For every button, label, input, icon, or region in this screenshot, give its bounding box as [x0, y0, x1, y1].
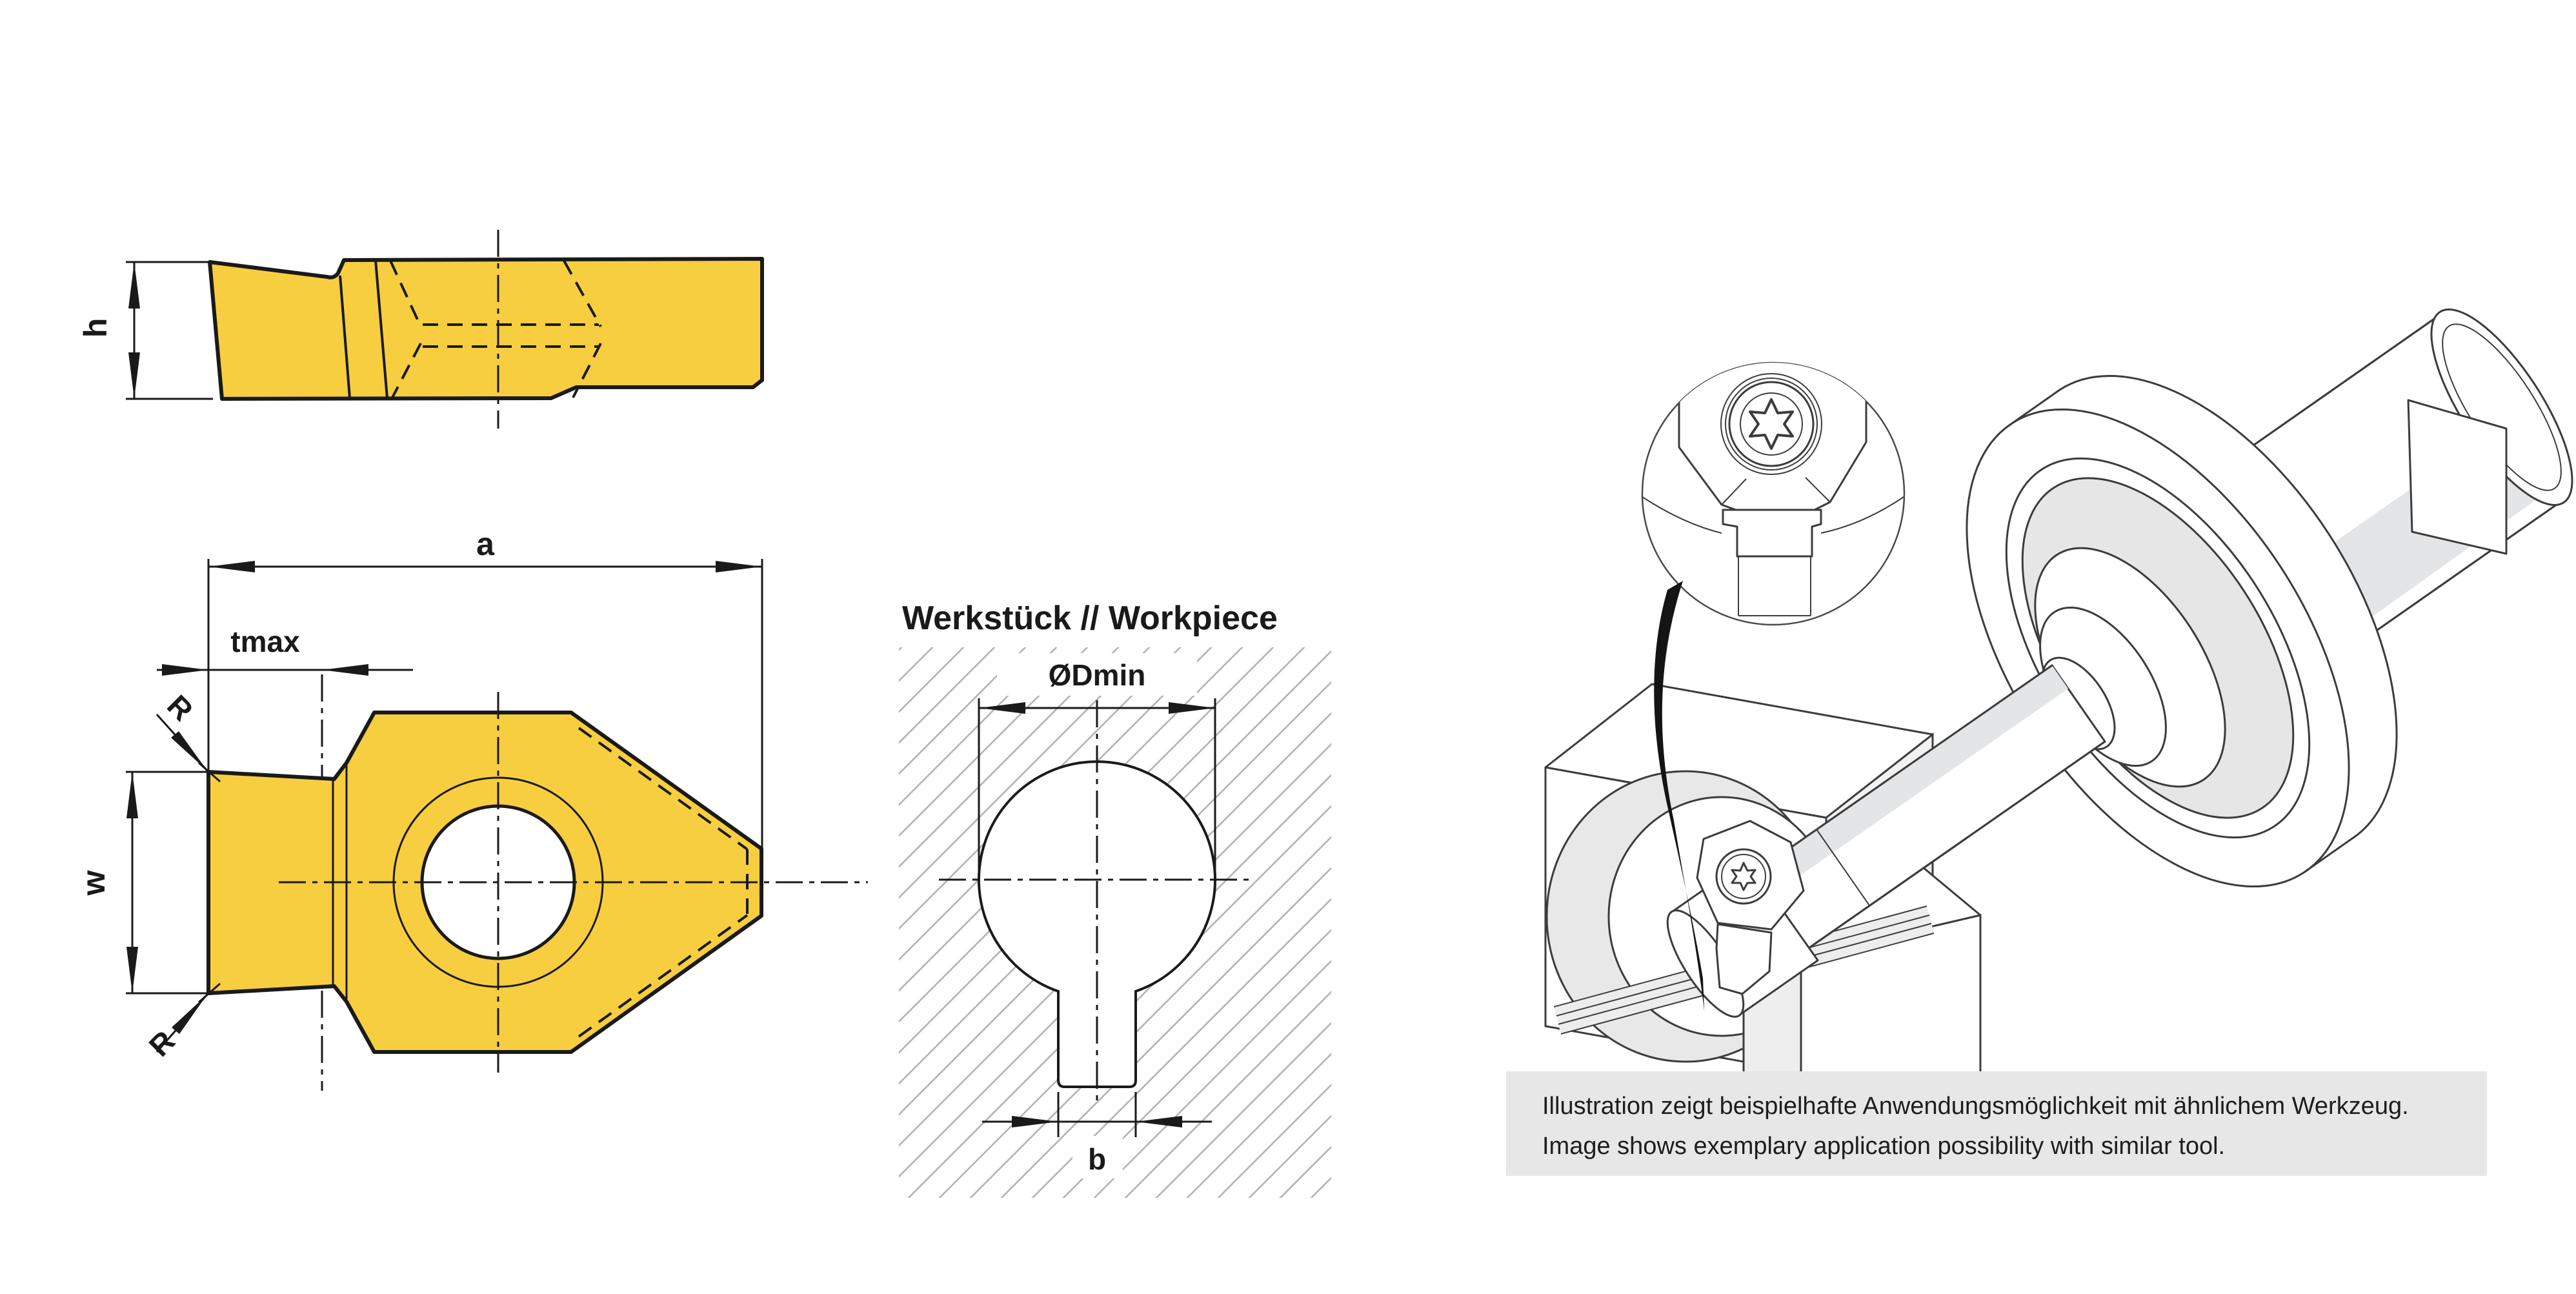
edge-line [339, 275, 351, 399]
arrowhead-icon [1012, 1116, 1058, 1127]
w-dimension-label: w [75, 870, 112, 896]
mounted-insert [1696, 820, 1805, 995]
caption-line-de: Illustration zeigt beispielhafte Anwendu… [1542, 1093, 2409, 1120]
dmin-dimension-label: ØDmin [1049, 658, 1146, 692]
workpiece-diagram: Werkstück // Workpiece ØDmin b [899, 600, 1331, 1198]
arrowhead-icon [126, 772, 138, 818]
arrowhead-icon [716, 561, 762, 572]
tool-flange-disc [1966, 374, 2398, 888]
keyhole-cutout [978, 760, 1216, 1088]
detail-callout [1641, 361, 1906, 626]
arrowhead-icon [322, 664, 368, 676]
caption-background [1506, 1071, 2487, 1176]
hidden-edge [391, 343, 422, 398]
arrowhead-icon [128, 262, 140, 308]
torx-screw-detail-icon [1720, 373, 1822, 475]
arrowhead-icon [126, 947, 138, 993]
arrowhead-icon [1169, 702, 1215, 714]
label-halo [1072, 1136, 1123, 1178]
insert-detail-clamp [1722, 509, 1822, 558]
caption-box: Illustration zeigt beispielhafte Anwendu… [1506, 1071, 2487, 1176]
arrowhead-icon [128, 352, 140, 399]
h-dimension-label: h [77, 318, 114, 338]
edge-line [374, 259, 388, 399]
arrowhead-icon [208, 561, 255, 572]
arrowhead-icon [171, 731, 207, 771]
insert-clamp [1715, 923, 1773, 995]
arrowhead-icon [1136, 1116, 1182, 1127]
b-dimension-label: b [1088, 1142, 1106, 1176]
label-halo [997, 653, 1197, 696]
chamfer-hidden-edge [578, 727, 749, 851]
shank-drive-slot [2407, 399, 2508, 555]
insert-side-profile [208, 257, 764, 401]
hidden-edge [389, 260, 422, 327]
torx-star-icon [1731, 862, 1756, 891]
workpiece-title: Werkstück // Workpiece [902, 600, 1278, 637]
chamfer-hidden-edge [578, 914, 749, 1038]
caption-line-en: Image shows exemplary application possib… [1542, 1133, 2225, 1160]
chip-swoosh [1654, 581, 1704, 1011]
application-illustration: Illustration zeigt beispielhafte Anwendu… [1506, 308, 2573, 1176]
a-dimension-label: a [476, 526, 495, 562]
insert-top-view: a tmax w R R [75, 526, 868, 1091]
insert-side-view: h [77, 230, 764, 429]
arrowhead-icon [979, 702, 1025, 714]
hidden-edge [572, 343, 602, 398]
tool-shaft [1666, 664, 2106, 1018]
arrowhead-icon [162, 664, 208, 676]
hidden-edge [563, 260, 602, 327]
torx-star-detail-icon [1749, 398, 1794, 450]
arrowhead-icon [172, 995, 207, 1034]
radius-label-top: R [161, 689, 199, 727]
tmax-dimension-label: tmax [230, 625, 300, 658]
